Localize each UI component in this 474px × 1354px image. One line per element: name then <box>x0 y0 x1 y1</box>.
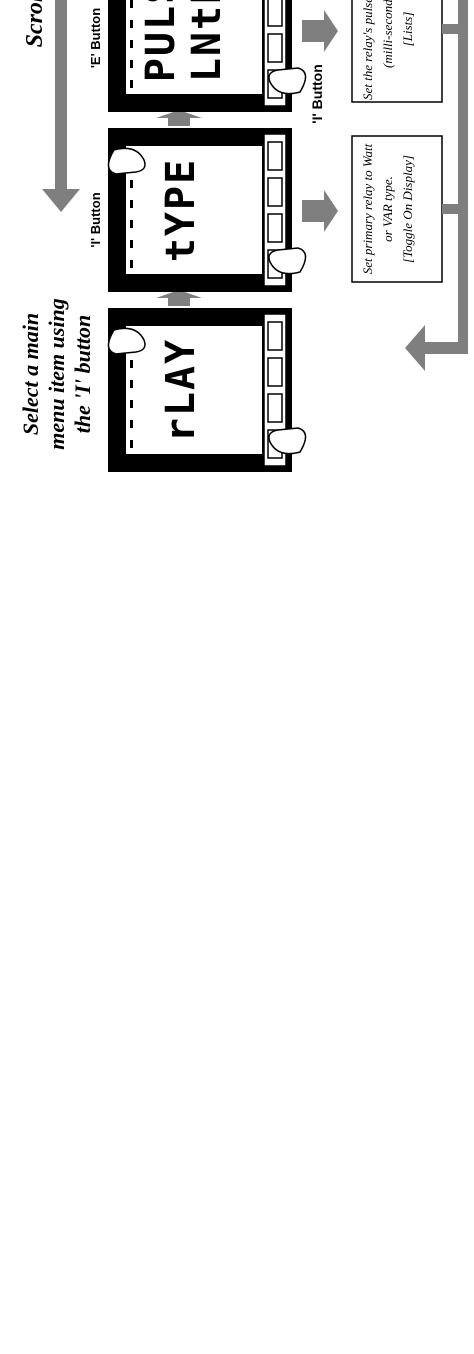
e-button-labels: 'I' Button 'E' Button 'E' Button 'E' But… <box>88 8 103 248</box>
meter-screen <box>126 0 262 94</box>
description-connector <box>442 24 458 34</box>
status-indicator <box>130 240 133 248</box>
description-line: (milli-seconds) <box>380 0 395 68</box>
down-arrow <box>302 190 338 232</box>
description-line: Set primary relay to Watt <box>360 143 375 274</box>
status-indicator <box>130 40 133 48</box>
hand-icon <box>268 67 307 95</box>
status-indicator <box>130 220 133 228</box>
hand-icon <box>107 147 146 175</box>
status-indicator <box>130 20 133 28</box>
status-indicator <box>130 260 133 268</box>
meter-rlay: rLAY <box>107 308 307 472</box>
scroll-loop-arrow <box>42 0 80 212</box>
hand-icon <box>268 427 307 455</box>
down-arrow <box>302 10 338 52</box>
title-text: Scroll through the sub-menu items using … <box>22 0 48 47</box>
description-line: [Toggle On Display] <box>400 155 415 263</box>
intro-text: Select a main menu item using the 'I' bu… <box>18 298 95 450</box>
status-indicator <box>130 0 133 8</box>
display-text: PULS <box>138 0 184 82</box>
status-indicator <box>130 400 133 408</box>
display-text: rLAY <box>158 338 204 442</box>
status-indicator <box>130 200 133 208</box>
description-connector <box>442 204 458 214</box>
hand-icon <box>107 327 146 355</box>
meter-button[interactable] <box>267 33 283 63</box>
meter-screen <box>126 146 262 274</box>
meter-button[interactable] <box>267 177 283 207</box>
return-path-arrow <box>405 0 468 371</box>
meter-button[interactable] <box>267 0 283 27</box>
meter-button[interactable] <box>267 321 283 351</box>
display-text-secondary: LNtH <box>184 0 230 82</box>
meter-screen <box>126 326 262 454</box>
e-button-label-2: 'E' Button <box>88 8 103 68</box>
diagram-svg: Scroll through the sub-menu items using … <box>18 0 468 472</box>
rotated-diagram-canvas: Scroll through the sub-menu items using … <box>0 0 474 474</box>
intro-line-2: menu item using <box>44 298 69 450</box>
status-indicator <box>130 440 133 448</box>
description-line: [Lists] <box>400 12 415 47</box>
intro-line-3: the 'I' button <box>70 315 95 434</box>
description-line: Set the relay's pulse length. <box>360 0 375 100</box>
status-indicator <box>130 80 133 88</box>
meter-button[interactable] <box>267 393 283 423</box>
status-indicator <box>130 380 133 388</box>
status-indicator <box>130 60 133 68</box>
meter-button[interactable] <box>267 213 283 243</box>
e-button-label-1: 'I' Button <box>88 192 103 247</box>
meter-type: tYPE <box>107 128 307 292</box>
description-box-puls: Set the relay's pulse length. (milli-seco… <box>351 0 458 103</box>
next-arrow <box>156 290 202 306</box>
status-indicator <box>130 420 133 428</box>
i-button-labels: 'I' Button 'I' Button 'I' Button 'I' But… <box>309 64 325 124</box>
intro-line-1: Select a main <box>18 313 43 435</box>
i-button-label-1: 'I' Button <box>309 64 325 124</box>
status-indicator <box>130 180 133 188</box>
meter-button[interactable] <box>267 357 283 387</box>
display-text: tYPE <box>158 158 204 262</box>
meter-button[interactable] <box>267 141 283 171</box>
next-arrow <box>156 110 202 126</box>
status-indicator <box>130 360 133 368</box>
description-line: or VAR type. <box>380 176 395 242</box>
description-box-type: Set primary relay to Watt or VAR type. [To… <box>351 135 458 283</box>
hand-icon <box>268 247 307 275</box>
